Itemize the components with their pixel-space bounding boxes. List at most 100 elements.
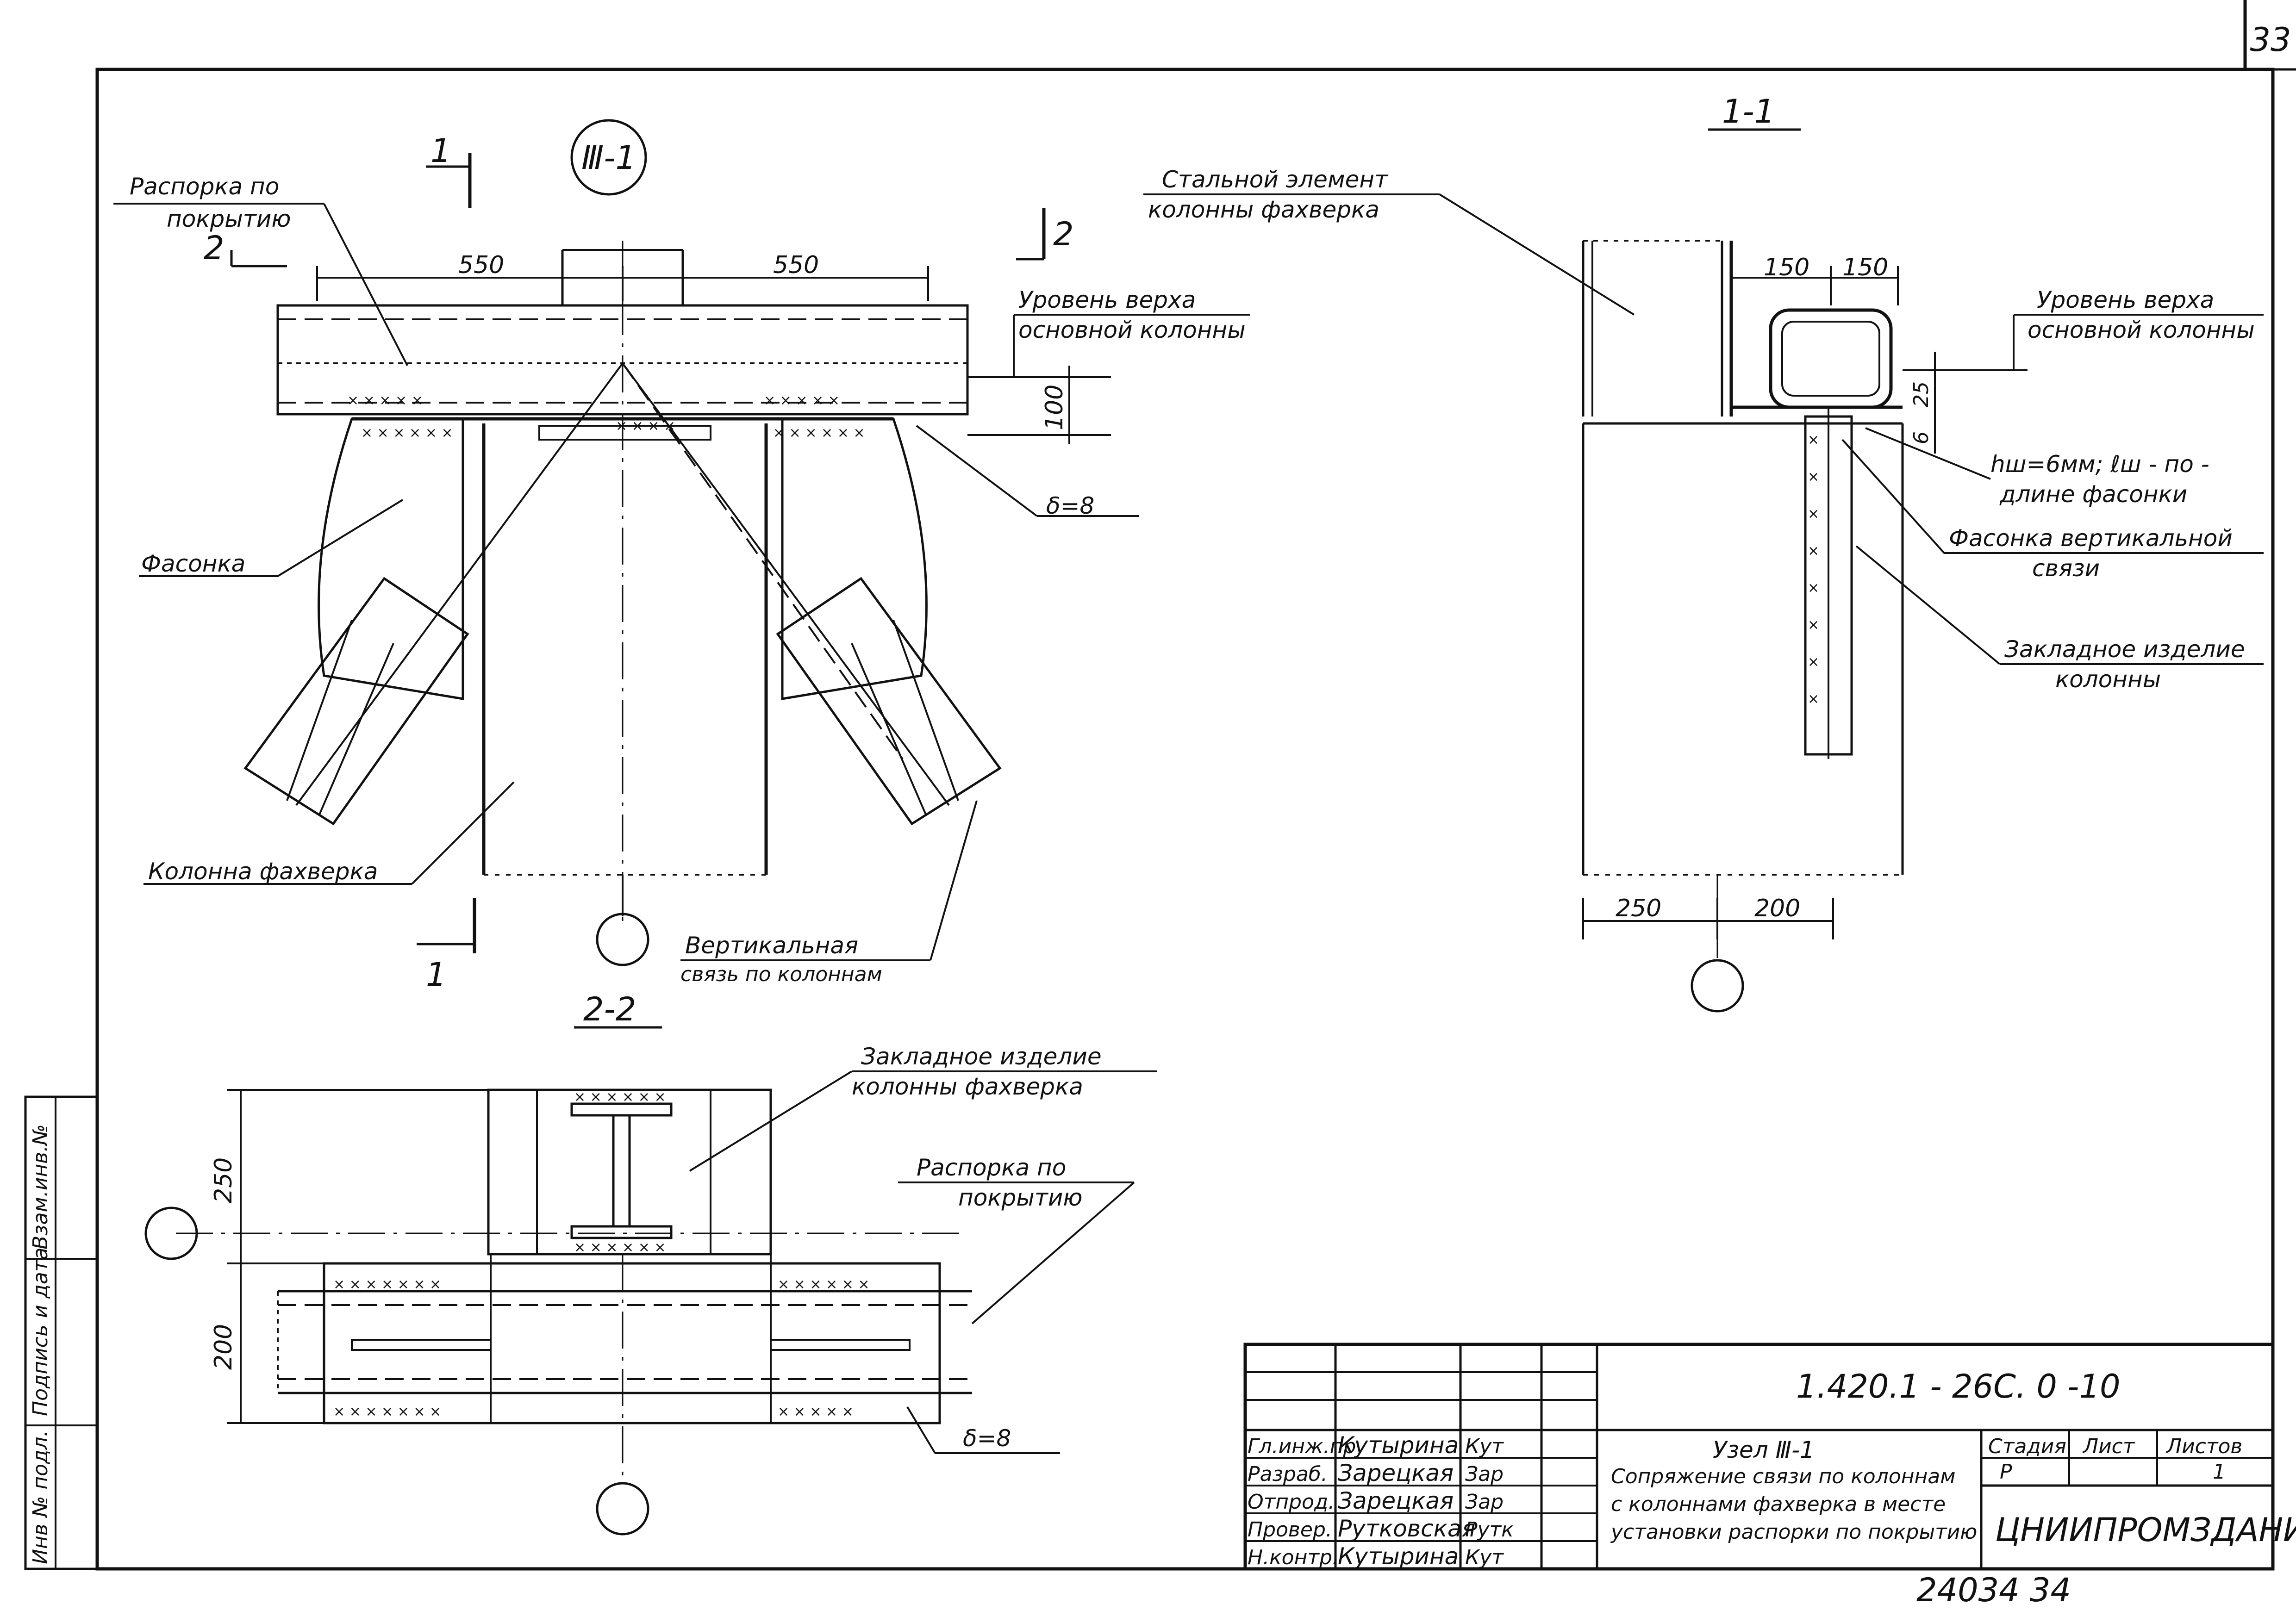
row-sign: Кут — [1465, 1546, 1504, 1569]
label-column: Колонна фахверка — [148, 858, 378, 885]
row-name: Кутырина — [1338, 1543, 1459, 1570]
section-2-title: 2-2 — [583, 990, 636, 1028]
axis-bubble-node — [596, 913, 649, 966]
dim-150-b: 150 — [1842, 254, 1888, 281]
weld-marks: × × × × × × — [361, 425, 453, 441]
brace-left — [243, 577, 469, 826]
label-weld-line2: длине фасонки — [1999, 481, 2187, 508]
dim-250-sec1: 250 — [1616, 895, 1661, 922]
doc-code: 1.420.1 - 26С. 0 -10 — [1796, 1368, 2121, 1405]
dim-200-sec1: 200 — [1754, 895, 1800, 922]
label-embed-sec2-line2: колонны фахверка — [852, 1073, 1083, 1100]
label-embed-sec2-line1: Закладное изделие — [861, 1043, 1102, 1070]
axis-bubble-section-2-bottom — [596, 1482, 649, 1536]
row-sign: Зар — [1465, 1490, 1504, 1514]
label-top-level-1-line2: основной колонны — [2028, 317, 2255, 343]
label-top-level-line1: Уровень верха — [1018, 286, 1196, 313]
row-sign: Рутк — [1465, 1518, 1514, 1542]
section-mark-2-top: 2 — [1053, 215, 1074, 253]
svg-text:× × × × ×: × × × × × — [764, 392, 840, 409]
row-sign: Кут — [1465, 1435, 1504, 1458]
node-mark: Ⅲ-1 — [581, 139, 636, 177]
row-name: Зарецкая — [1338, 1487, 1454, 1514]
section-1-title: 1-1 — [1722, 93, 1775, 131]
label-gusset-vert-line1: Фасонка вертикальной — [1949, 525, 2233, 552]
svg-text:×: × — [1808, 506, 1819, 522]
section-2-2: 2-2 × × × × × × × × × × × × × × × × × × … — [144, 990, 1157, 1536]
svg-text:× × × × ×: × × × × × — [778, 1404, 854, 1420]
svg-text:× × × × ×: × × × × × — [347, 392, 423, 409]
dim-6: 6 — [1909, 431, 1933, 444]
label-strut-sec2-line1: Распорка по — [917, 1154, 1066, 1181]
section-1-1: 1-1 Стальной элемент колонны фахверка 15… — [1143, 93, 2264, 1013]
sheet-label: Лист — [2082, 1435, 2135, 1458]
row-name: Кутырина — [1338, 1432, 1459, 1459]
label-weld-line1: hш=6мм; ℓш - по - — [1990, 451, 2209, 478]
strut-tube-section — [1769, 308, 1893, 409]
stamp-inv-label: Инв № подл. — [29, 1430, 52, 1564]
svg-text:× × × × × ×: × × × × × × — [574, 1089, 666, 1105]
svg-text:× × × × × ×: × × × × × × — [778, 1276, 870, 1293]
title-block: 1.420.1 - 26С. 0 -10 Гл.инж.пр Кутырина … — [1243, 1343, 2296, 1571]
svg-text:×: × — [1808, 691, 1819, 707]
axis-bubble-section-1 — [1691, 959, 1744, 1013]
section-mark-1-top: 1 — [430, 132, 451, 170]
svg-text:×: × — [1808, 580, 1819, 596]
label-strut-sec2-line2: покрытию — [958, 1184, 1082, 1211]
svg-text:× × × × × ×: × × × × × × — [773, 425, 865, 441]
row-role: Отпрод. — [1248, 1490, 1335, 1514]
footer-code: 24034 34 — [1916, 1571, 2071, 1609]
page-number: 33 — [2250, 21, 2291, 59]
row-role: Провер. — [1248, 1518, 1332, 1542]
label-steel-line2: колонны фахверка — [1148, 196, 1379, 223]
row-role: Н.контр. — [1248, 1546, 1339, 1569]
stage-label: Стадия — [1988, 1435, 2066, 1458]
label-delta-8-sec2: δ=8 — [963, 1425, 1011, 1452]
svg-text:× × × × × × ×: × × × × × × × — [333, 1276, 441, 1293]
row-role: Разраб. — [1248, 1462, 1328, 1486]
title-line-2: с колоннами фахверка в месте — [1611, 1492, 1946, 1516]
label-strut-line1: Распорка по — [130, 173, 279, 200]
embed-plate-section-2 — [487, 1088, 772, 1256]
axis-bubble-section-2-left — [144, 1206, 198, 1260]
sheet-frame: 33 — [95, 0, 2296, 1571]
row-role: Гл.инж.пр — [1248, 1435, 1356, 1458]
dim-550-right: 550 — [773, 251, 819, 279]
svg-text:×: × — [1808, 469, 1819, 485]
sheets-value: 1 — [2213, 1460, 2226, 1484]
label-embed-line1: Закладное изделие — [2004, 636, 2245, 663]
stamp-replace-label: Взам.инв.№ — [29, 1124, 52, 1250]
svg-text:×: × — [1808, 617, 1819, 633]
label-bracing-line1: Вертикальная — [685, 932, 858, 959]
dim-100: 100 — [1041, 385, 1068, 430]
brace-right — [776, 577, 1002, 826]
row-name: Зарецкая — [1338, 1460, 1454, 1486]
gusset-right — [781, 417, 928, 700]
gusset-left — [318, 417, 464, 700]
title-line-1: Сопряжение связи по колоннам — [1611, 1465, 1955, 1488]
node-view: Ⅲ-1 1 2 1 Распорка по покрытию 2 550 550 — [113, 119, 1250, 994]
strut-plan — [323, 1262, 941, 1424]
svg-text:× × × × × × ×: × × × × × × × — [333, 1404, 441, 1420]
stamp-sign-label: Подпись и дата — [29, 1248, 52, 1416]
dim-250-sec2: 250 — [210, 1157, 237, 1203]
label-steel-line1: Стальной элемент — [1162, 166, 1389, 193]
node-title: Узел Ⅲ-1 — [1713, 1436, 1815, 1463]
label-delta-8-node: δ=8 — [1046, 492, 1094, 519]
dim-200-sec2: 200 — [210, 1324, 237, 1370]
svg-text:×: × — [1808, 543, 1819, 559]
section-mark-1-bottom: 1 — [426, 956, 447, 994]
label-bracing-line2: связь по колоннам — [680, 963, 882, 986]
label-gusset-vert-line2: связи — [2032, 555, 2100, 582]
dim-150-a: 150 — [1764, 254, 1809, 281]
dim-550-left: 550 — [458, 251, 504, 279]
row-sign: Зар — [1465, 1462, 1504, 1486]
svg-text:× × × ×: × × × × — [616, 418, 675, 434]
stage-value: Р — [2000, 1460, 2012, 1484]
label-strut-line2: покрытию — [167, 205, 291, 232]
node-mark-circle — [570, 119, 647, 196]
svg-text:×: × — [1808, 654, 1819, 670]
label-top-level-line2: основной колонны — [1018, 317, 1246, 343]
label-embed-line2: колонны — [2055, 666, 2161, 693]
